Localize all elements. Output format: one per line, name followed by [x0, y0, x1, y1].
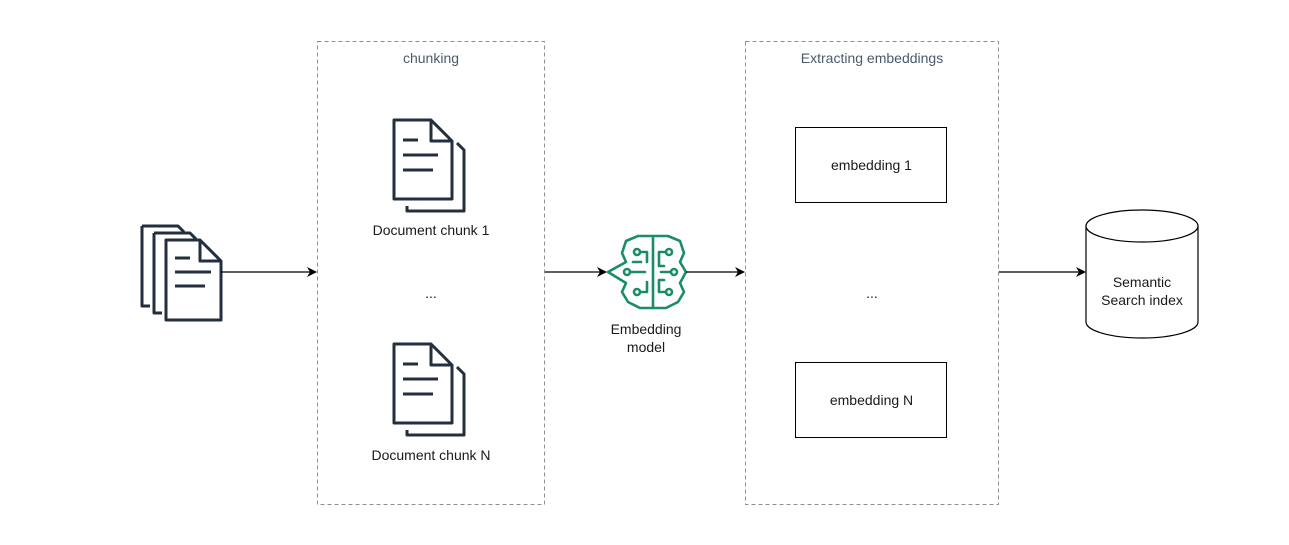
embedding-1-label: embedding 1 [831, 157, 912, 173]
document-chunk-1-icon [392, 118, 466, 213]
embedding-n-box [795, 362, 947, 438]
semantic-search-index-label-line1: Semantic [1112, 274, 1172, 290]
embedding-1-box [795, 127, 947, 203]
database-cylinder-icon [1085, 209, 1199, 339]
embedding-n-label: embedding N [829, 392, 914, 408]
brain-circuit-icon [606, 234, 688, 310]
embedding-model-label-line2: model [626, 339, 666, 355]
document-chunk-1-label: Document chunk 1 [372, 222, 490, 238]
document-chunk-n-label: Document chunk N [371, 447, 491, 463]
embedding-model-label-line1: Embedding [610, 321, 682, 337]
embeddings-ellipsis: ... [866, 285, 878, 301]
chunking-group [317, 41, 545, 505]
chunking-group-title: chunking [402, 50, 460, 66]
documents-stack-icon [140, 224, 223, 322]
embeddings-group [745, 41, 999, 505]
chunking-ellipsis: ... [425, 285, 437, 301]
document-chunk-n-icon [392, 342, 466, 437]
semantic-search-index-label-line2: Search index [1101, 292, 1183, 308]
embeddings-group-title: Extracting embeddings [800, 50, 944, 66]
